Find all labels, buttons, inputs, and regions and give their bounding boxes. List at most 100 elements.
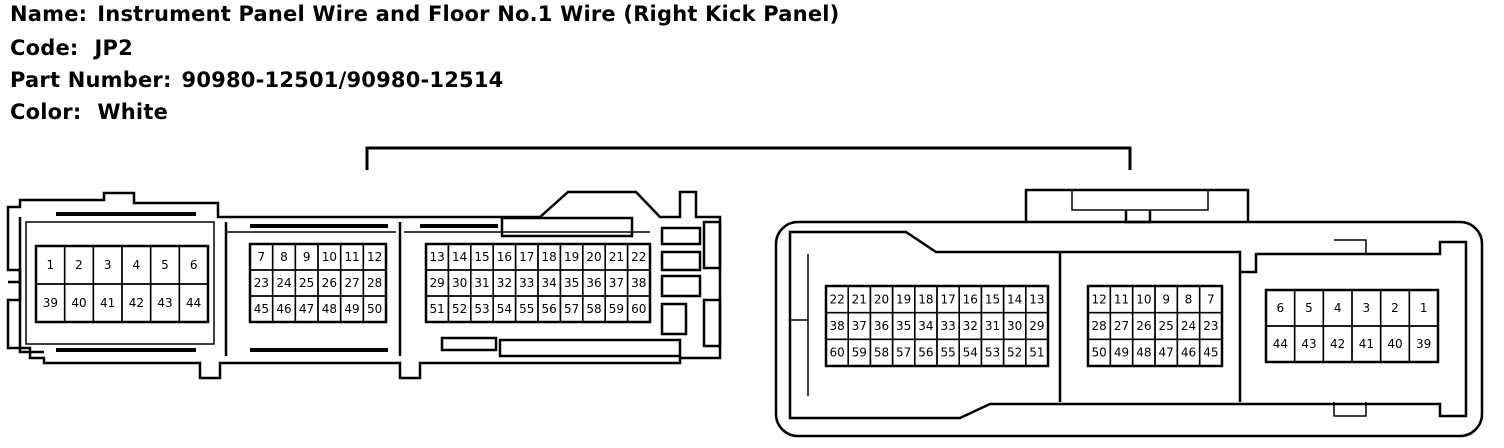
pin-number-39: 39 bbox=[1416, 337, 1431, 351]
right-connector-body bbox=[774, 188, 1484, 438]
pin-number-9: 9 bbox=[1162, 292, 1170, 306]
pin-number-42: 42 bbox=[129, 296, 144, 310]
pin-number-32: 32 bbox=[963, 319, 978, 333]
pin-number-51: 51 bbox=[1029, 346, 1044, 360]
pin-cell bbox=[626, 295, 651, 323]
pin-number-42: 42 bbox=[1330, 337, 1345, 351]
pin-number-44: 44 bbox=[1273, 337, 1288, 351]
pin-number-29: 29 bbox=[1029, 319, 1044, 333]
pin-number-33: 33 bbox=[940, 319, 955, 333]
pin-number-3: 3 bbox=[1363, 301, 1371, 315]
part-number-label: Part Number: bbox=[10, 68, 172, 92]
pin-number-11: 11 bbox=[344, 250, 359, 264]
pin-number-50: 50 bbox=[367, 302, 382, 316]
code-label: Code: bbox=[10, 36, 79, 60]
pin-number-53: 53 bbox=[474, 302, 489, 316]
pin-number-6: 6 bbox=[1277, 301, 1285, 315]
pin-cell bbox=[178, 283, 209, 323]
pin-number-24: 24 bbox=[1181, 319, 1196, 333]
code-row: Code: JP2 bbox=[10, 36, 133, 60]
pin-number-11: 11 bbox=[1114, 292, 1129, 306]
pin-number-12: 12 bbox=[1092, 292, 1107, 306]
pin-number-25: 25 bbox=[299, 276, 314, 290]
pin-number-5: 5 bbox=[161, 258, 169, 272]
pin-number-23: 23 bbox=[1203, 319, 1218, 333]
pin-cell bbox=[1198, 338, 1223, 367]
pin-number-2: 2 bbox=[1391, 301, 1399, 315]
pin-number-54: 54 bbox=[963, 346, 978, 360]
pin-number-26: 26 bbox=[1136, 319, 1151, 333]
part-number-value: 90980-12501/90980-12514 bbox=[181, 68, 504, 92]
pin-number-13: 13 bbox=[1029, 292, 1044, 306]
name-label: Name: bbox=[10, 2, 88, 26]
pin-number-32: 32 bbox=[497, 276, 512, 290]
pin-number-36: 36 bbox=[874, 319, 889, 333]
pin-number-35: 35 bbox=[564, 276, 579, 290]
pin-number-37: 37 bbox=[609, 276, 624, 290]
pin-number-47: 47 bbox=[299, 302, 314, 316]
pin-number-10: 10 bbox=[322, 250, 337, 264]
pin-number-57: 57 bbox=[564, 302, 579, 316]
pin-number-56: 56 bbox=[542, 302, 557, 316]
pin-number-46: 46 bbox=[1181, 346, 1196, 360]
pin-number-27: 27 bbox=[344, 276, 359, 290]
pin-number-46: 46 bbox=[276, 302, 291, 316]
pin-number-38: 38 bbox=[829, 319, 844, 333]
pin-number-4: 4 bbox=[1334, 301, 1342, 315]
pin-number-18: 18 bbox=[918, 292, 933, 306]
view-bracket bbox=[365, 146, 1132, 170]
pin-number-35: 35 bbox=[896, 319, 911, 333]
pin-number-48: 48 bbox=[1136, 346, 1151, 360]
pin-number-8: 8 bbox=[1185, 292, 1193, 306]
pin-number-15: 15 bbox=[474, 250, 489, 264]
pin-cell bbox=[362, 295, 387, 323]
pin-number-38: 38 bbox=[631, 276, 646, 290]
pin-number-44: 44 bbox=[186, 296, 201, 310]
pin-number-58: 58 bbox=[874, 346, 889, 360]
pin-number-59: 59 bbox=[852, 346, 867, 360]
code-value: JP2 bbox=[94, 36, 133, 60]
pin-number-21: 21 bbox=[852, 292, 867, 306]
pin-number-17: 17 bbox=[519, 250, 534, 264]
pin-number-29: 29 bbox=[430, 276, 445, 290]
pin-number-1: 1 bbox=[1420, 301, 1428, 315]
pin-number-3: 3 bbox=[104, 258, 112, 272]
pin-number-45: 45 bbox=[254, 302, 269, 316]
pin-number-45: 45 bbox=[1203, 346, 1218, 360]
pin-number-56: 56 bbox=[918, 346, 933, 360]
pin-number-52: 52 bbox=[452, 302, 467, 316]
pin-number-24: 24 bbox=[276, 276, 291, 290]
pin-number-22: 22 bbox=[631, 250, 646, 264]
pin-number-8: 8 bbox=[280, 250, 288, 264]
pin-cell bbox=[1025, 338, 1049, 367]
pin-number-33: 33 bbox=[519, 276, 534, 290]
pin-number-36: 36 bbox=[586, 276, 601, 290]
pin-number-59: 59 bbox=[609, 302, 624, 316]
pin-number-31: 31 bbox=[985, 319, 1000, 333]
pin-number-49: 49 bbox=[344, 302, 359, 316]
pin-number-22: 22 bbox=[829, 292, 844, 306]
pin-number-34: 34 bbox=[918, 319, 933, 333]
pin-number-55: 55 bbox=[940, 346, 955, 360]
pin-number-4: 4 bbox=[133, 258, 141, 272]
pin-number-26: 26 bbox=[322, 276, 337, 290]
pin-number-57: 57 bbox=[896, 346, 911, 360]
pin-number-19: 19 bbox=[564, 250, 579, 264]
pin-cell bbox=[1408, 325, 1439, 363]
pin-number-16: 16 bbox=[963, 292, 978, 306]
pin-number-16: 16 bbox=[497, 250, 512, 264]
pin-number-37: 37 bbox=[852, 319, 867, 333]
pin-number-7: 7 bbox=[258, 250, 266, 264]
pin-number-50: 50 bbox=[1092, 346, 1107, 360]
pin-number-49: 49 bbox=[1114, 346, 1129, 360]
pin-number-39: 39 bbox=[43, 296, 58, 310]
pin-number-15: 15 bbox=[985, 292, 1000, 306]
pin-number-20: 20 bbox=[586, 250, 601, 264]
name-row: Name:Instrument Panel Wire and Floor No.… bbox=[10, 2, 839, 26]
pin-number-52: 52 bbox=[1007, 346, 1022, 360]
left-connector-body bbox=[6, 190, 722, 380]
